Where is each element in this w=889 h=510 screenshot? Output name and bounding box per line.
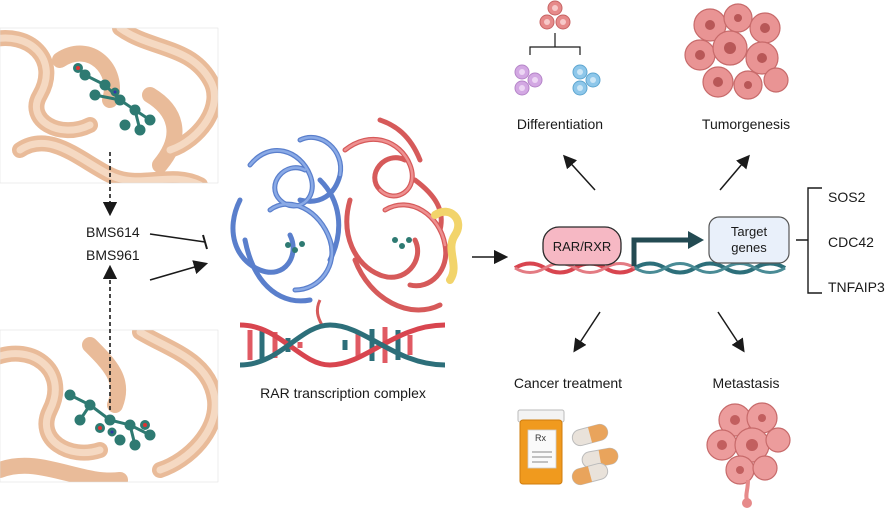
gene-bracket (796, 187, 822, 294)
gene-cdc42: CDC42 (828, 234, 874, 250)
rar-rxr-box (542, 226, 622, 266)
dna-strand-right (513, 261, 787, 275)
arrow-metastasis (717, 311, 745, 353)
outcome-tumorgenesis: Tumorgenesis (701, 116, 791, 132)
transcription-start-arrow (631, 231, 704, 266)
protein-structure-top (0, 28, 218, 183)
ligand-molecule-top (73, 63, 156, 136)
outcome-differentiation: Differentiation (516, 116, 604, 132)
metastasis-cells-icon (706, 402, 791, 508)
complex-label: RAR transcription complex (260, 385, 426, 401)
rar-rxr-label: RAR/RXR (552, 239, 612, 254)
protein-structure-bottom (0, 330, 218, 482)
gene-tnfaip3: TNFAIP3 (828, 279, 885, 295)
ligand-label-bms961: BMS961 (86, 247, 140, 263)
arrow-tumorgenesis (719, 154, 750, 191)
ligand-molecule-bottom (64, 389, 156, 451)
tumor-cluster-icon (684, 3, 789, 100)
capsules-icon (571, 423, 619, 486)
dna-double-helix-left (239, 322, 446, 368)
rar-complex-structure (230, 117, 463, 326)
target-genes-label: Target genes (730, 224, 768, 255)
activation-arrow (149, 260, 209, 281)
gene-sos2: SOS2 (828, 189, 866, 205)
pill-bottle-label: Rx (535, 433, 546, 443)
arrow-cancer-treatment (573, 311, 601, 353)
outcome-cancer-treatment: Cancer treatment (513, 375, 623, 391)
pill-bottle-icon (517, 409, 565, 485)
target-genes-box (708, 216, 790, 264)
arrow-differentiation (562, 154, 596, 191)
outcome-metastasis: Metastasis (712, 375, 780, 391)
differentiation-cells-icon (514, 0, 601, 96)
ligand-label-bms614: BMS614 (86, 224, 140, 240)
inhibition-arrow (149, 233, 208, 250)
